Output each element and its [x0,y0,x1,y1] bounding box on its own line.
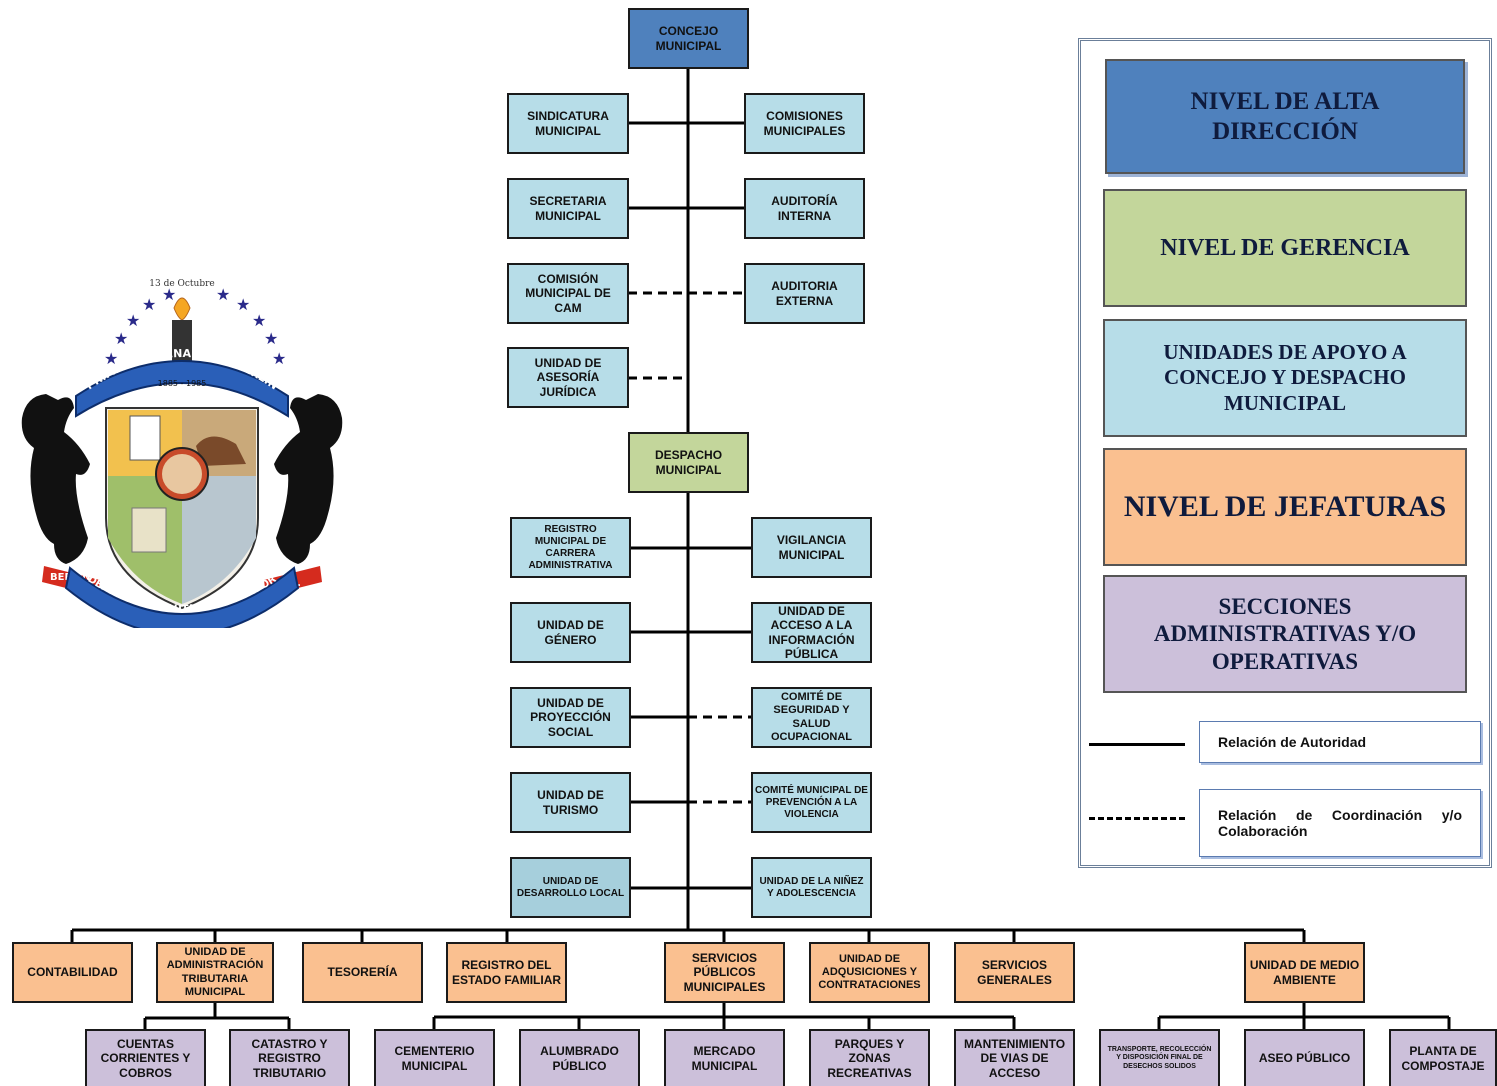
church-icon [131,507,167,553]
despacho-municipal-box: DESPACHO MUNICIPAL [628,432,749,493]
authority-line-sample [1089,743,1185,746]
legend-gerencia: NIVEL DE GERENCIA [1103,189,1467,307]
registro-estado-familiar-box: REGISTRO DEL ESTADO FAMILIAR [446,942,567,1003]
unidad-genero-box: UNIDAD DE GÉNERO [510,602,631,663]
legend-unidades-apoyo: UNIDADES DE APOYO A CONCEJO Y DESPACHO M… [1103,319,1467,437]
unidad-turismo-box: UNIDAD DE TURISMO [510,772,631,833]
auditoria-interna-box: AUDITORÍA INTERNA [744,178,865,239]
svg-text:★: ★ [216,287,230,304]
asesoria-juridica-box: UNIDAD DE ASESORÍA JURÍDICA [507,347,629,408]
comision-cam-box: COMISIÓN MUNICIPAL DE CAM [507,263,629,324]
parques-box: PARQUES Y ZONAS RECREATIVAS [809,1029,930,1086]
catastro-box: CATASTRO Y REGISTRO TRIBUTARIO [229,1029,350,1086]
acceso-informacion-box: UNIDAD DE ACCESO A LA INFORMACIÓN PÚBLIC… [751,602,872,663]
svg-text:★: ★ [236,297,250,314]
servicios-generales-box: SERVICIOS GENERALES [954,942,1075,1003]
aseo-publico-box: ASEO PÚBLICO [1244,1029,1365,1086]
medio-ambiente-box: UNIDAD DE MEDIO AMBIENTE [1244,942,1365,1003]
sindicatura-box: SINDICATURA MUNICIPAL [507,93,629,154]
bear-icon-left [21,394,90,564]
book-icon [129,415,161,461]
cementerio-box: CEMENTERIO MUNICIPAL [374,1029,495,1086]
berlin-crest-logo: ★ ★ ★ ★ ★ ★ ★ ★ ★ ★ 13 de Octubre PRIMER… [21,279,343,628]
tesoreria-box: TESORERÍA [302,942,423,1003]
svg-text:★: ★ [272,351,286,368]
legend-panel: NIVEL DE ALTA DIRECCIÓN NIVEL DE GERENCI… [1078,38,1492,868]
mercado-box: MERCADO MUNICIPAL [664,1029,785,1086]
svg-text:★: ★ [142,297,156,314]
legend-jefaturas: NIVEL DE JEFATURAS [1103,448,1467,566]
svg-text:1885 - 1985: 1885 - 1985 [158,379,207,388]
servicios-publicos-box: SERVICIOS PÚBLICOS MUNICIPALES [664,942,785,1003]
secretaria-box: SECRETARIA MUNICIPAL [507,178,629,239]
contabilidad-box: CONTABILIDAD [12,942,133,1003]
concejo-municipal-box: CONCEJO MUNICIPAL [628,8,749,69]
adquisiciones-box: UNIDAD DE ADQUSICIONES Y CONTRATACIONES [809,942,930,1003]
svg-text:★: ★ [264,331,278,348]
svg-text:★: ★ [114,331,128,348]
legend-relacion-autoridad: Relación de Autoridad [1199,721,1481,763]
svg-text:★: ★ [104,351,118,368]
svg-text:★: ★ [126,313,140,330]
legend-alta-direccion: NIVEL DE ALTA DIRECCIÓN [1105,59,1465,174]
comisiones-box: COMISIONES MUNICIPALES [744,93,865,154]
star-icons: ★ ★ ★ ★ ★ ★ ★ ★ ★ ★ [104,287,286,368]
proyeccion-social-box: UNIDAD DE PROYECCIÓN SOCIAL [510,687,631,748]
auditoria-externa-box: AUDITORIA EXTERNA [744,263,865,324]
banner-ribbon [75,360,289,418]
alumbrado-box: ALUMBRADO PÚBLICO [519,1029,640,1086]
svg-text:★: ★ [252,313,266,330]
registro-carrera-box: REGISTRO MUNICIPAL DE CARRERA ADMINISTRA… [510,517,631,578]
mantenimiento-vias-box: MANTENIMIENTO DE VIAS DE ACCESO [954,1029,1075,1086]
legend-secciones: SECCIONES ADMINISTRATIVAS Y/O OPERATIVAS [1103,575,1467,693]
cuentas-corrientes-box: CUENTAS CORRIENTES Y COBROS [85,1029,206,1086]
ninez-adolescencia-box: UNIDAD DE LA NIÑEZ Y ADOLESCENCIA [751,857,872,918]
svg-text:★: ★ [162,287,176,304]
desarrollo-local-box: UNIDAD DE DESARROLLO LOCAL [510,857,631,918]
vigilancia-box: VIGILANCIA MUNICIPAL [751,517,872,578]
coordination-line-sample [1089,817,1185,820]
oxcart-icon [196,436,246,466]
prevencion-violencia-box: COMITÉ MUNICIPAL DE PREVENCIÓN A LA VIOL… [751,772,872,833]
planta-compostaje-box: PLANTA DE COMPOSTAJE [1389,1029,1497,1086]
legend-relacion-coordinacion: Relación de Coordinación y/o Colaboració… [1199,789,1481,857]
administracion-tributaria-box: UNIDAD DE ADMINISTRACIÓN TRIBUTARIA MUNI… [156,942,274,1003]
transporte-desechos-box: TRANSPORTE, RECOLECCIÓN Y DISPOSICIÓN FI… [1099,1029,1220,1086]
bear-icon-right [274,394,343,564]
date-text: 13 de Octubre [149,279,214,289]
seguridad-salud-box: COMITÉ DE SEGURIDAD Y SALUD OCUPACIONAL [751,687,872,748]
